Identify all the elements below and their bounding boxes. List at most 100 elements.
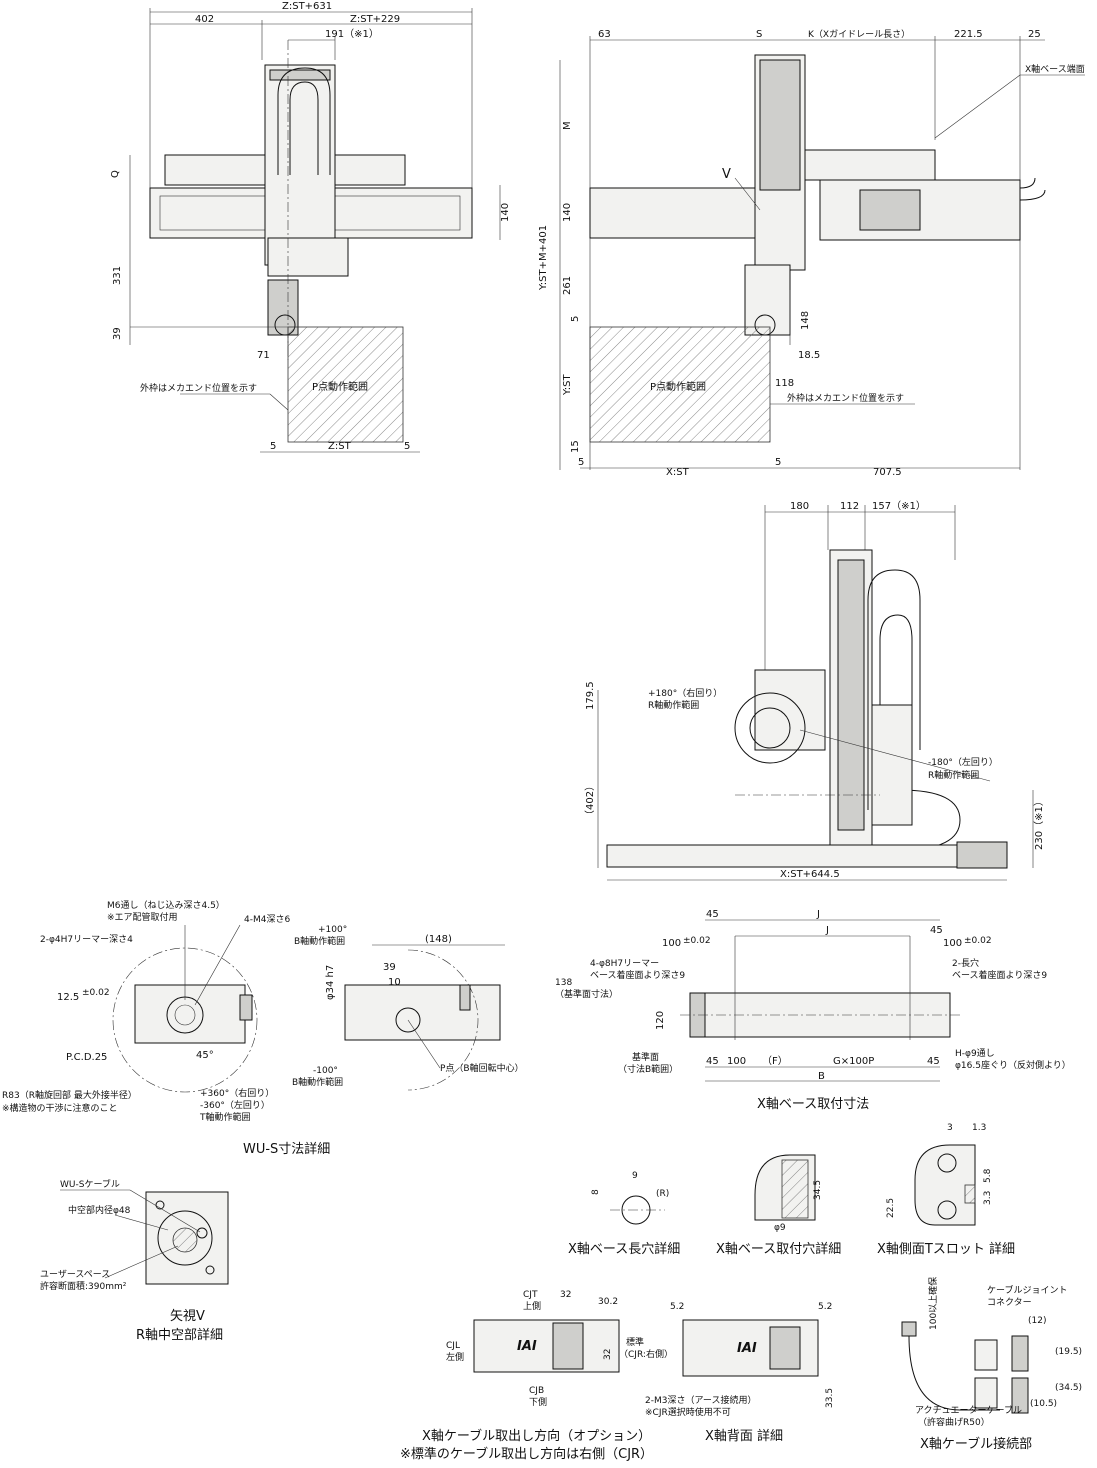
dim-s: S (756, 29, 762, 40)
cd-cjt: CJT (523, 1290, 538, 1300)
cc-12: (12) (1028, 1316, 1046, 1326)
cd-logo: IAI (517, 1339, 537, 1354)
dim-112: 112 (840, 501, 859, 512)
dim-15: 15 (570, 440, 581, 453)
cd-302: 30.2 (598, 1297, 618, 1307)
xb-b: B (818, 1071, 825, 1082)
wus-b100m-sub: B軸動作範囲 (292, 1076, 343, 1088)
dim-140r: 140 (562, 203, 573, 222)
xb-45d: 45 (927, 1056, 940, 1067)
wus-p-center: P点（B軸回転中心） (440, 1062, 524, 1074)
xb-45c: 45 (706, 1056, 719, 1067)
dim-185: 18.5 (798, 350, 820, 361)
outer-frame-note-right: 外枠はメカエンド位置を示す (787, 392, 904, 404)
top-left-view: Z:ST+631 402 Z:ST+229 191（※1） Q 331 39 1… (110, 1, 511, 453)
bd-title: X軸背面 詳細 (705, 1428, 783, 1444)
outer-frame-note: 外枠はメカエンド位置を示す (140, 382, 257, 394)
bd-52b: 5.2 (818, 1302, 832, 1312)
sd-slot-title: X軸ベース長穴詳細 (568, 1241, 680, 1257)
dim-402: 402 (195, 14, 214, 25)
cable-direction: IAI CJT 上側 CJL 左側 CJB 下側 標準 （CJR:右側） 32 … (400, 1290, 673, 1462)
cd-32a: 32 (560, 1290, 571, 1300)
r-plus-label: +180°（右回り） (648, 687, 722, 699)
dim-k: K（Xガイドレール長さ） (808, 29, 910, 40)
dim-157: 157（※1） (872, 500, 926, 512)
xb-tol-a: ±0.02 (683, 936, 711, 946)
bd-logo: IAI (737, 1341, 757, 1356)
xb-h: H-φ9通し (955, 1048, 995, 1059)
xb-j1: J (816, 909, 820, 920)
cd-cjb-sub: 下側 (529, 1396, 547, 1408)
dim-71: 71 (257, 350, 270, 361)
dim-5a: 5 (270, 441, 276, 452)
wus-m4: 4-M4深さ6 (244, 914, 290, 925)
small-details: 8 9 (R) X軸ベース長穴詳細 34.5 φ9 X軸ベース取付穴詳細 3 1… (568, 1123, 1015, 1257)
sd-tslot-58: 5.8 (983, 1168, 993, 1183)
cd-cjb: CJB (529, 1386, 544, 1396)
wus-tol: ±0.02 (82, 988, 110, 998)
dim-63: 63 (598, 29, 611, 40)
v-title1: 矢視V (170, 1309, 205, 1324)
wus-34: φ34 h7 (325, 965, 336, 1000)
cc-act-sub: （許容曲げR50） (918, 1416, 990, 1428)
cd-cjl-sub: 左側 (446, 1351, 464, 1363)
xb-138-sub: （基準面寸法） (555, 988, 618, 1000)
dim-180: 180 (790, 501, 809, 512)
dim-5r: 5 (570, 316, 581, 322)
cc-act: アクチュエーターケーブル (915, 1404, 1022, 1416)
top-right-view: 63 S K（Xガイドレール長さ） 221.5 25 X軸ベース端面 M 140… (538, 29, 1085, 478)
x-base-end-label: X軸ベース端面 (1025, 63, 1085, 75)
xb-120: 120 (655, 1011, 666, 1030)
dim-402-side: （402） (584, 781, 596, 820)
dim-yst: Y:ST (562, 374, 573, 396)
xb-f: （F） (762, 1055, 788, 1067)
xb-100b: 100 (943, 938, 962, 949)
wus-angle: 45° (196, 1050, 214, 1061)
dim-zst: Z:ST (328, 441, 352, 452)
bd-m3-sub: ※CJR選択時使用不可 (645, 1406, 731, 1418)
dim-261: 261 (562, 276, 573, 295)
dim-2215: 221.5 (954, 29, 983, 40)
sd-tslot-13: 1.3 (972, 1123, 986, 1133)
v-label: V (722, 167, 731, 182)
dim-q: Q (110, 170, 121, 178)
cd-title1: X軸ケーブル取出し方向（オプション） (422, 1428, 651, 1444)
wus-125: 12.5 (57, 992, 79, 1003)
wus-m6: M6通し（ねじ込み深さ4.5） (107, 900, 225, 911)
dim-5b: 5 (404, 441, 410, 452)
side-view: 180 112 157（※1） +180°（右回り） R軸動作範囲 -180°（… (584, 500, 1045, 881)
v-cable: WU-Sケーブル (60, 1178, 120, 1190)
cc-345: (34.5) (1055, 1383, 1082, 1393)
xb-45b: 45 (930, 925, 943, 936)
view-v: WU-Sケーブル 中空部内径φ48 ユーザースペース 許容断面積:390mm² … (40, 1178, 229, 1343)
xb-slot-sub: ベース着座面より深さ9 (952, 969, 1047, 981)
xbase-mount: 45 J J 45 100 ±0.02 100 ±0.02 4-φ8H7リーマー… (555, 909, 1071, 1112)
cd-cjt-sub: 上側 (523, 1300, 541, 1312)
wus-b100m: -100° (313, 1066, 338, 1076)
sd-hole-title: X軸ベース取付穴詳細 (716, 1241, 841, 1257)
dim-5b-r: 5 (578, 457, 584, 468)
cc-title: X軸ケーブル接続部 (920, 1436, 1032, 1452)
dim-39: 39 (112, 327, 123, 340)
p-range-area-right (589, 326, 771, 443)
wus-39: 39 (383, 962, 396, 973)
v-user-space-sub: 許容断面積:390mm² (40, 1280, 127, 1292)
v-user-space: ユーザースペース (40, 1269, 110, 1280)
sd-tslot-title: X軸側面Tスロット 詳細 (877, 1241, 1015, 1257)
cd-32b: 32 (603, 1349, 613, 1360)
cd-cjl: CJL (446, 1341, 460, 1351)
wus-10: 10 (388, 977, 401, 988)
xb-138: 138 (555, 978, 572, 988)
p-range-area (287, 326, 404, 443)
xb-slot: 2-長穴 (952, 957, 979, 969)
xb-title: X軸ベース取付寸法 (757, 1097, 869, 1112)
cc-joint-sub: コネクター (987, 1297, 1032, 1308)
dim-y-total: Y:ST+M+401 (538, 225, 549, 291)
cable-connection: ケーブルジョイント コネクター 100以上確保 (12) (19.5) (34.… (901, 1277, 1082, 1452)
wus-r83: R83（R軸旋回部 最大外接半径） (2, 1089, 137, 1101)
cc-100: 100以上確保 (927, 1277, 939, 1330)
dim-z-total: Z:ST+631 (282, 1, 332, 12)
r-minus-label: -180°（左回り） (928, 756, 998, 768)
xb-g: G×100P (833, 1056, 874, 1067)
